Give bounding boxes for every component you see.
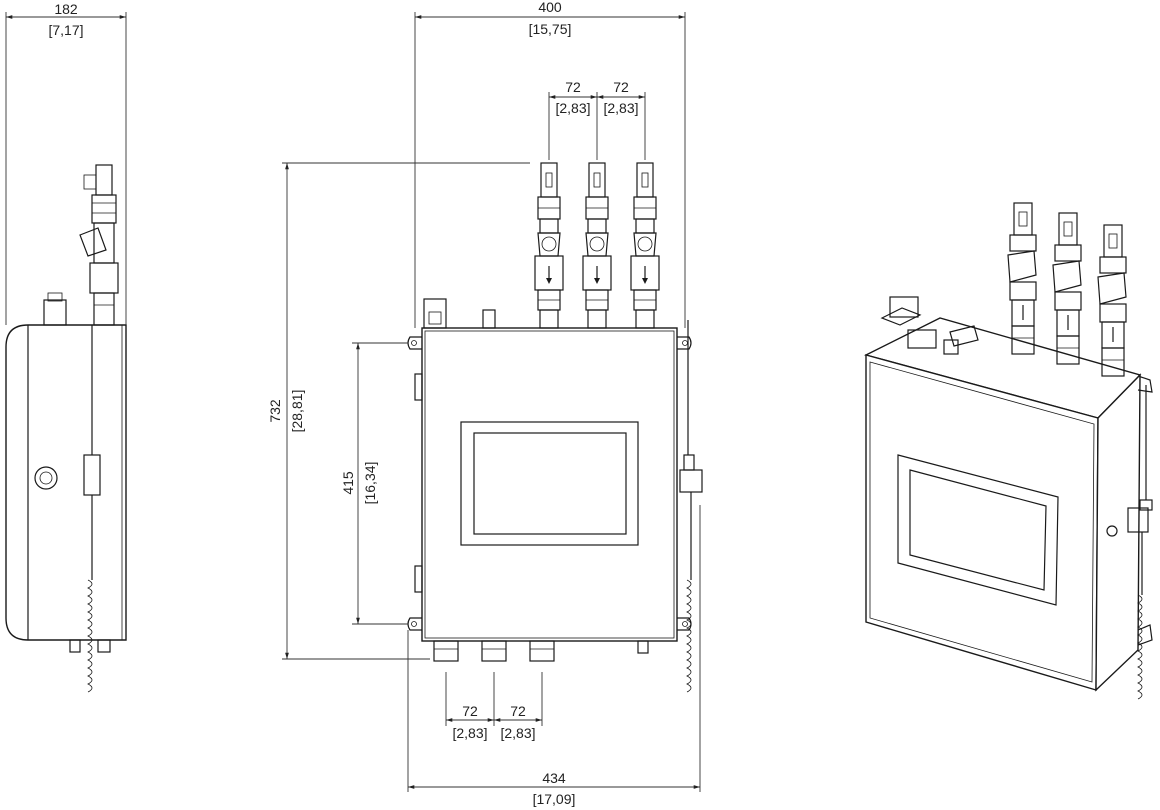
dim-front-width-in: [15,75] <box>529 21 572 37</box>
iso-probe <box>1127 385 1153 700</box>
dim-mount-height: 415 [16,34] <box>340 342 408 625</box>
dim-bottom-pitch-1-in: [2,83] <box>452 725 487 741</box>
dim-mount-width-in: [17,09] <box>533 791 576 807</box>
dim-top-pitch-2-mm: 72 <box>613 79 629 95</box>
side-connector-icon <box>43 299 67 326</box>
dim-bottom-pitch: 72 [2,83] 72 [2,83] <box>445 672 543 741</box>
dim-bottom-pitch-1-mm: 72 <box>462 703 478 719</box>
iso-display-bezel <box>897 454 1059 606</box>
front-display-bezel <box>460 421 639 546</box>
dim-side-width-in: [7,17] <box>48 22 83 38</box>
front-pipes <box>534 162 660 329</box>
dim-bottom-pitch-2-in: [2,83] <box>500 725 535 741</box>
isometric-view <box>864 202 1153 700</box>
iso-top-connectors <box>880 296 979 355</box>
side-knob-icon <box>34 466 58 490</box>
dim-side-width: 182 [7,17] <box>5 1 127 325</box>
dim-total-height: 732 [28,81] <box>267 162 530 660</box>
iso-display-screen <box>909 469 1047 591</box>
dim-mount-width: 434 [17,09] <box>407 505 701 807</box>
dim-mount-height-in: [16,34] <box>362 462 378 505</box>
dim-total-height-in: [28,81] <box>289 390 305 433</box>
front-display-screen <box>473 432 627 535</box>
dim-top-pitch-1-mm: 72 <box>565 79 581 95</box>
front-connector-icon <box>423 298 447 329</box>
dim-mount-width-mm: 434 <box>542 770 566 786</box>
dim-top-pitch-1-in: [2,83] <box>555 100 590 116</box>
front-bottom-glands <box>433 640 649 662</box>
side-view <box>5 164 127 693</box>
side-probe <box>83 325 101 693</box>
dim-front-width-mm: 400 <box>538 0 562 15</box>
dim-top-pitch: 72 [2,83] 72 [2,83] <box>548 79 646 160</box>
dim-side-width-mm: 182 <box>54 1 78 17</box>
iso-pipes <box>1007 202 1127 377</box>
dim-total-height-mm: 732 <box>267 399 283 423</box>
dim-top-pitch-2-in: [2,83] <box>603 100 638 116</box>
dim-mount-height-mm: 415 <box>340 471 356 495</box>
dim-bottom-pitch-2-mm: 72 <box>510 703 526 719</box>
side-pipe-assembly <box>79 164 119 326</box>
dim-front-width: 400 [15,75] <box>414 0 686 328</box>
front-probe <box>679 320 703 693</box>
front-view <box>407 162 703 693</box>
